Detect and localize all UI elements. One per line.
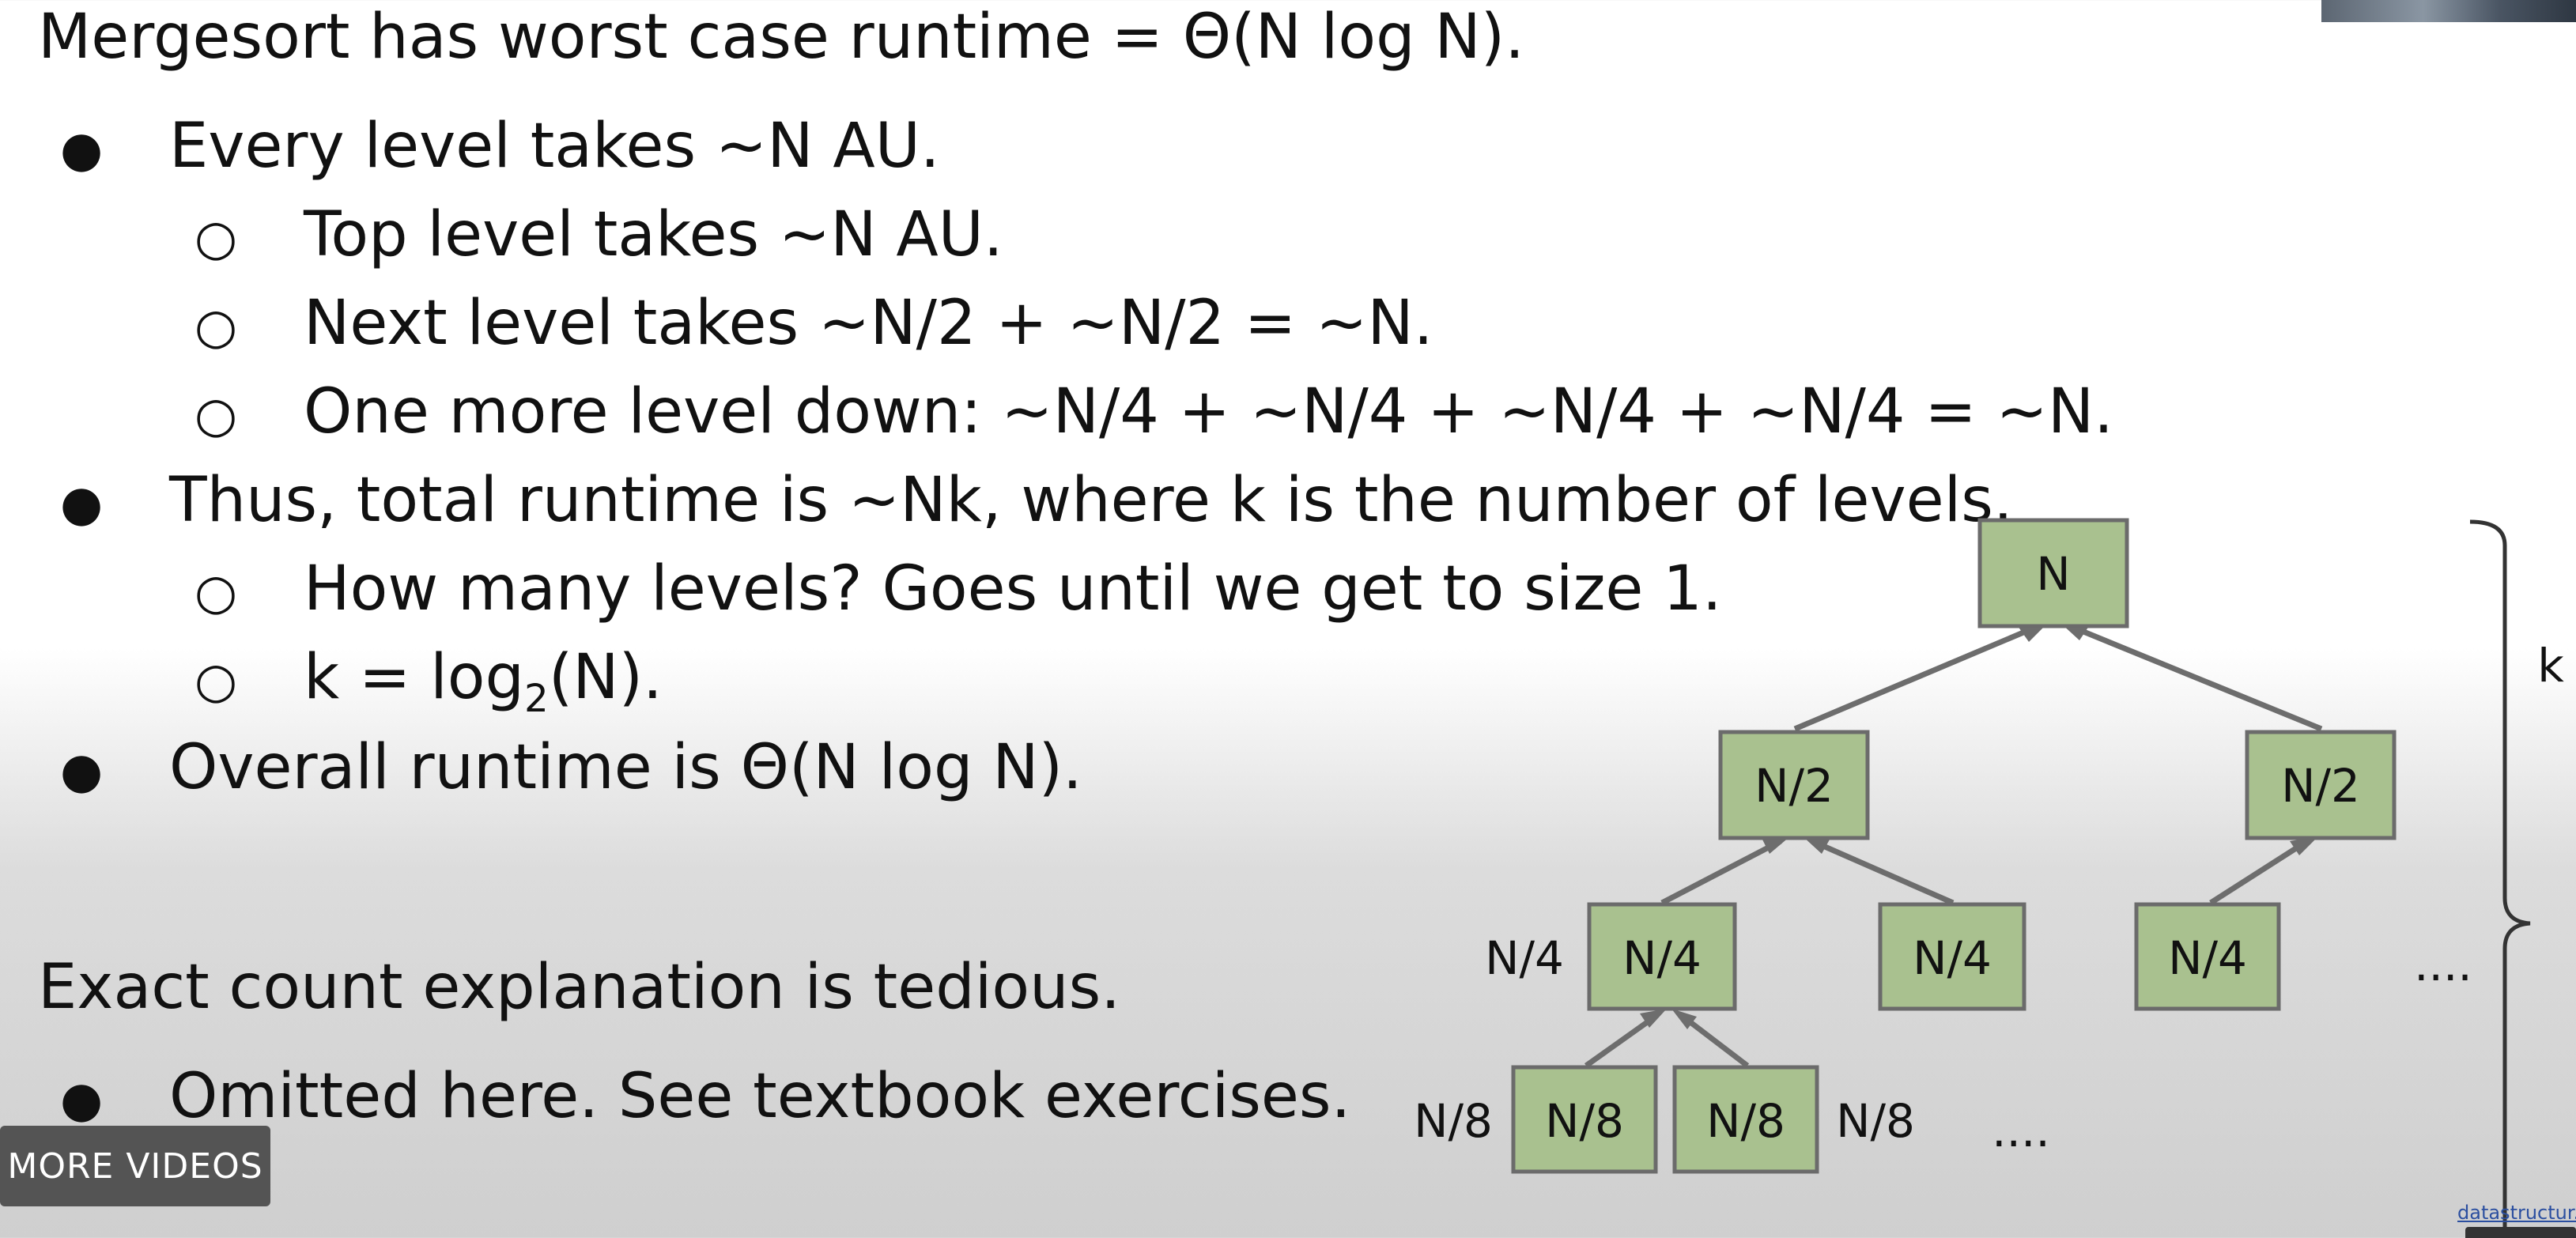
k-formula-suffix: (N). (548, 642, 663, 713)
node-label: N/4 (1622, 931, 1702, 985)
edge (1811, 838, 1955, 906)
node-label: N/2 (2281, 759, 2360, 813)
tree-node-level2-c: N/4 (2134, 902, 2281, 1011)
node-label: N/4 (1913, 931, 1992, 985)
node-label: N/8 (1545, 1094, 1624, 1148)
level2-ellipsis: .... (2414, 938, 2472, 991)
level3-right-side-label: N/8 (1836, 1094, 1915, 1148)
node-label: N/8 (1706, 1094, 1785, 1148)
sub-bullet-circle: ○ (195, 209, 238, 266)
bullet-total-runtime: Thus, total runtime is ~Nk, where k is t… (169, 465, 2013, 536)
sub-bullet-k-equals-log: k = log2(N). (304, 647, 663, 718)
sub-bullet-circle: ○ (195, 386, 238, 443)
tree-node-level1-left: N/2 (1718, 730, 1870, 840)
bullet-every-level: Every level takes ~N AU. (169, 111, 940, 182)
bullet-omitted: Omitted here. See textbook exercises. (169, 1061, 1351, 1132)
bullet-dot: ● (60, 474, 104, 532)
bullet-overall-runtime: Overall runtime is Θ(N log N). (169, 732, 1082, 803)
more-videos-button[interactable]: MORE VIDEOS (0, 1126, 270, 1206)
sub-bullet-one-more-level: One more level down: ~N/4 + ~N/4 + ~N/4 … (304, 376, 2113, 447)
tree-node-level1-right: N/2 (2245, 730, 2397, 840)
edge (2068, 623, 2323, 732)
arrowhead (1762, 836, 1790, 854)
bullet-dot: ● (60, 1070, 104, 1128)
sub-bullet-next-level: Next level takes ~N/2 + ~N/2 = ~N. (304, 288, 1433, 359)
tree-node-root: N (1977, 518, 2129, 628)
arrowhead (2290, 836, 2318, 855)
sub-bullet-circle: ○ (195, 563, 238, 621)
tree-node-level3-a: N/8 (1511, 1065, 1658, 1174)
sub-bullet-circle: ○ (195, 297, 238, 355)
edge (1584, 1013, 1660, 1068)
edge (1660, 838, 1782, 906)
level3-left-side-label: N/8 (1414, 1094, 1493, 1148)
levels-brace (2469, 519, 2531, 1238)
edge (1793, 623, 2040, 732)
bullet-dot: ● (60, 120, 104, 178)
section-exact-count: Exact count explanation is tedious. (38, 952, 1120, 1023)
level2-side-label: N/4 (1485, 931, 1564, 985)
level3-ellipsis: .... (1992, 1104, 2050, 1157)
presenter-video-thumbnail[interactable] (2321, 0, 2576, 22)
arrowhead (1803, 836, 1830, 854)
tree-edges (1584, 623, 2323, 1068)
sub-bullet-how-many-levels: How many levels? Goes until we get to si… (304, 553, 1722, 625)
node-label: N/4 (2168, 931, 2247, 985)
node-label: N/2 (1754, 759, 1834, 813)
sub-bullet-circle: ○ (195, 651, 238, 709)
edge (2209, 839, 2309, 905)
sub-bullet-top-level: Top level takes ~N AU. (304, 199, 1003, 270)
k-formula-prefix: k = log (304, 642, 525, 713)
k-formula-subscript: 2 (524, 676, 549, 721)
edge (1679, 1013, 1750, 1068)
license-badge-icon (2465, 1227, 2576, 1238)
bullet-dot: ● (60, 742, 104, 799)
tree-node-level2-a: N/4 (1587, 902, 1737, 1011)
arrowhead (1671, 1009, 1697, 1029)
tree-node-level3-b: N/8 (1672, 1065, 1819, 1174)
node-label: N (2036, 547, 2070, 601)
slide-title: Mergesort has worst case runtime = Θ(N l… (38, 2, 1524, 73)
brace-k-label: k (2537, 639, 2564, 693)
arrowhead (1640, 1009, 1667, 1028)
site-watermark-link[interactable]: datastructur... (2457, 1202, 2576, 1224)
tree-node-level2-b: N/4 (1878, 902, 2026, 1011)
